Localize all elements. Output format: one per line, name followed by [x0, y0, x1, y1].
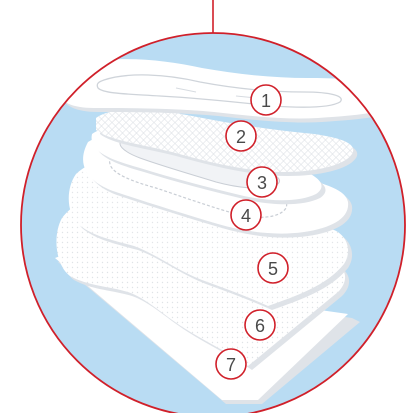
layer-7-number: 7	[226, 355, 236, 375]
layer-2-number: 2	[236, 127, 246, 147]
layer-4-number: 4	[241, 206, 251, 226]
layer-2-marker: 2	[226, 121, 256, 151]
layer-6-number: 6	[255, 316, 265, 336]
layer-1-number: 1	[261, 91, 271, 111]
layer-7-marker: 7	[216, 349, 246, 379]
layer-4-marker: 4	[231, 200, 261, 230]
layer-5-marker: 5	[258, 253, 288, 283]
layer-6-marker: 6	[245, 310, 275, 340]
layer-5-number: 5	[268, 259, 278, 279]
layer-3-number: 3	[257, 173, 267, 193]
layer-3-marker: 3	[247, 167, 277, 197]
layer-1-marker: 1	[251, 85, 281, 115]
